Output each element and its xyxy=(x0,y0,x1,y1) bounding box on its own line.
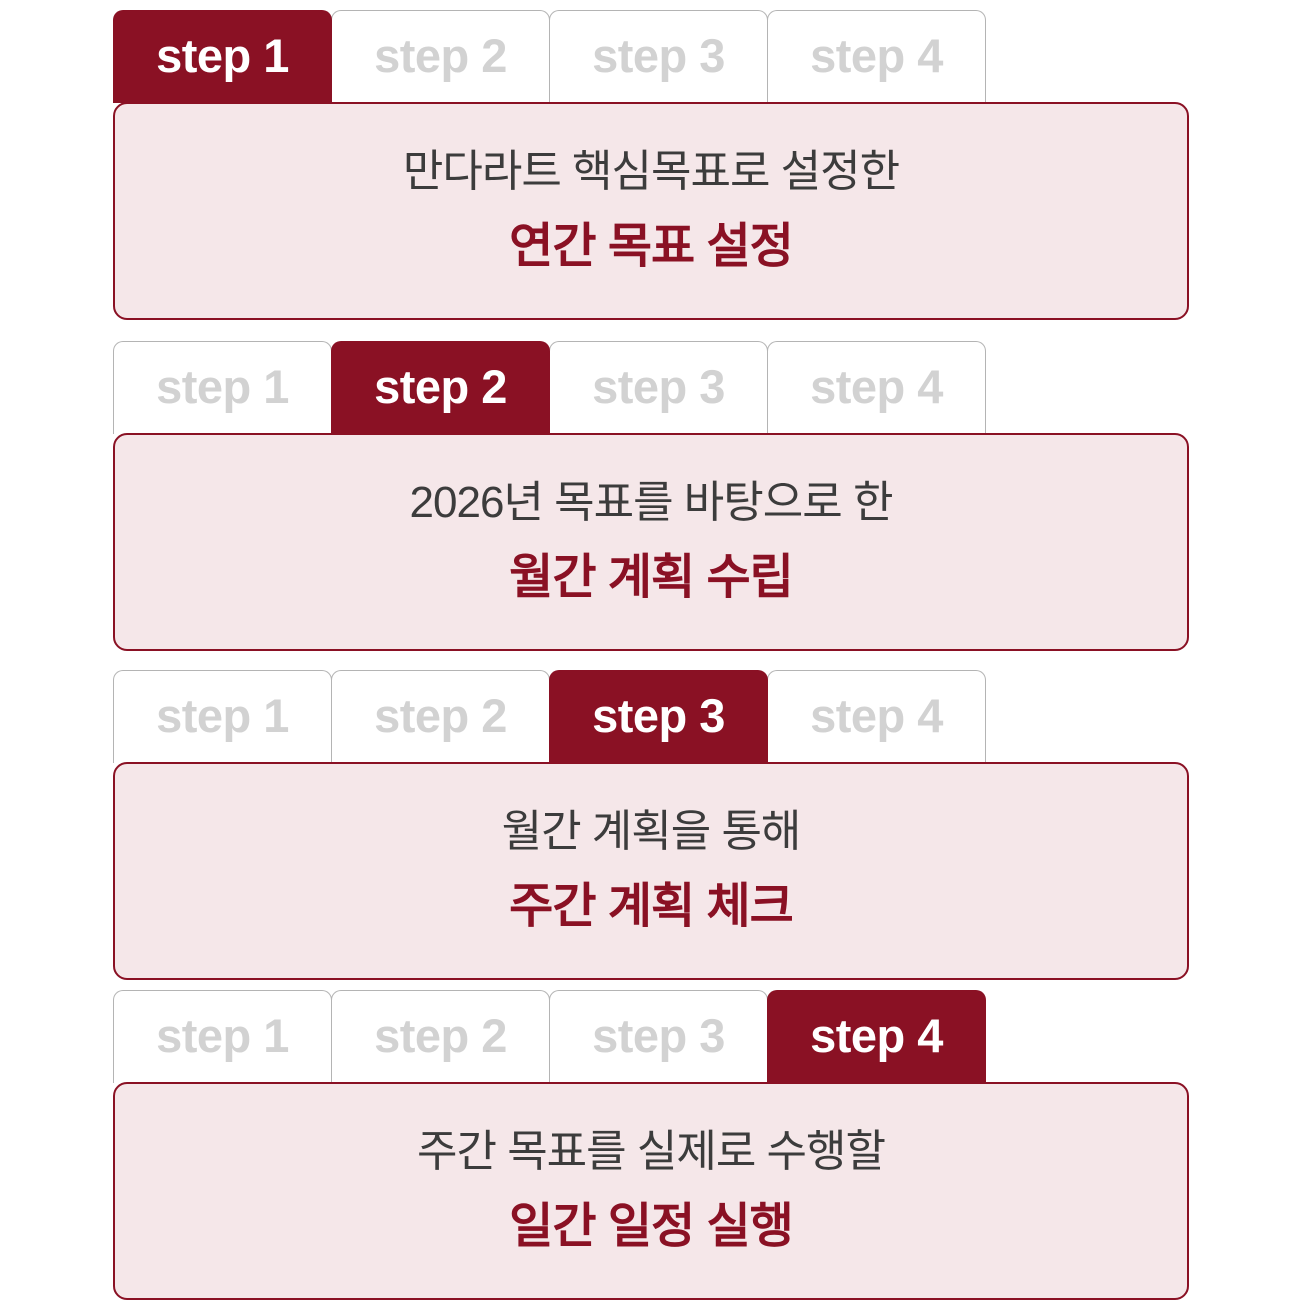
step-card-title: 주간 계획 체크 xyxy=(509,879,794,933)
tab-step-2[interactable]: step 2 xyxy=(331,10,550,103)
step-card-3: 월간 계획을 통해 주간 계획 체크 xyxy=(113,762,1189,980)
tab-step-4[interactable]: step 4 xyxy=(767,990,986,1083)
tab-strip-4: step 1 step 2 step 3 step 4 xyxy=(113,990,989,1083)
tab-step-1[interactable]: step 1 xyxy=(113,990,332,1083)
tab-label: step 4 xyxy=(810,1008,943,1062)
step-block-2: step 1 step 2 step 3 step 4 2026년 목표를 바탕… xyxy=(113,341,1189,651)
tab-step-3[interactable]: step 3 xyxy=(549,670,768,763)
tab-label: step 4 xyxy=(810,688,943,742)
step-card-title: 연간 목표 설정 xyxy=(509,219,794,273)
step-card-4: 주간 목표를 실제로 수행할 일간 일정 실행 xyxy=(113,1082,1189,1300)
tab-label: step 2 xyxy=(374,359,507,413)
tab-label: step 3 xyxy=(592,1008,725,1062)
tab-strip-2: step 1 step 2 step 3 step 4 xyxy=(113,341,989,434)
step-block-4: step 1 step 2 step 3 step 4 주간 목표를 실제로 수… xyxy=(113,990,1189,1300)
step-card-subtitle: 2026년 목표를 바탕으로 한 xyxy=(409,478,894,528)
tab-label: step 3 xyxy=(592,688,725,742)
tab-step-4[interactable]: step 4 xyxy=(767,670,986,763)
tab-label: step 1 xyxy=(156,359,289,413)
step-card-title: 월간 계획 수립 xyxy=(509,550,794,604)
tab-label: step 2 xyxy=(374,1008,507,1062)
tab-step-2[interactable]: step 2 xyxy=(331,670,550,763)
step-card-subtitle: 월간 계획을 통해 xyxy=(501,807,802,857)
tab-step-3[interactable]: step 3 xyxy=(549,10,768,103)
step-block-1: step 1 step 2 step 3 step 4 만다라트 핵심목표로 설… xyxy=(113,10,1189,320)
tab-step-1[interactable]: step 1 xyxy=(113,670,332,763)
tab-strip-3: step 1 step 2 step 3 step 4 xyxy=(113,670,989,763)
step-card-subtitle: 만다라트 핵심목표로 설정한 xyxy=(402,147,900,197)
tab-step-3[interactable]: step 3 xyxy=(549,341,768,434)
tab-step-2[interactable]: step 2 xyxy=(331,990,550,1083)
tab-label: step 4 xyxy=(810,359,943,413)
tab-label: step 2 xyxy=(374,28,507,82)
tab-step-4[interactable]: step 4 xyxy=(767,10,986,103)
tab-label: step 3 xyxy=(592,28,725,82)
step-card-1: 만다라트 핵심목표로 설정한 연간 목표 설정 xyxy=(113,102,1189,320)
step-block-3: step 1 step 2 step 3 step 4 월간 계획을 통해 주간… xyxy=(113,670,1189,980)
tab-step-3[interactable]: step 3 xyxy=(549,990,768,1083)
tab-step-2[interactable]: step 2 xyxy=(331,341,550,434)
tab-label: step 1 xyxy=(156,688,289,742)
tab-label: step 1 xyxy=(156,28,289,82)
step-card-subtitle: 주간 목표를 실제로 수행할 xyxy=(417,1127,886,1177)
tab-strip-1: step 1 step 2 step 3 step 4 xyxy=(113,10,989,103)
tab-step-4[interactable]: step 4 xyxy=(767,341,986,434)
tab-label: step 1 xyxy=(156,1008,289,1062)
tab-label: step 2 xyxy=(374,688,507,742)
step-card-title: 일간 일정 실행 xyxy=(509,1199,794,1253)
step-card-2: 2026년 목표를 바탕으로 한 월간 계획 수립 xyxy=(113,433,1189,651)
tab-label: step 3 xyxy=(592,359,725,413)
tab-step-1[interactable]: step 1 xyxy=(113,341,332,434)
tab-label: step 4 xyxy=(810,28,943,82)
tab-step-1[interactable]: step 1 xyxy=(113,10,332,103)
